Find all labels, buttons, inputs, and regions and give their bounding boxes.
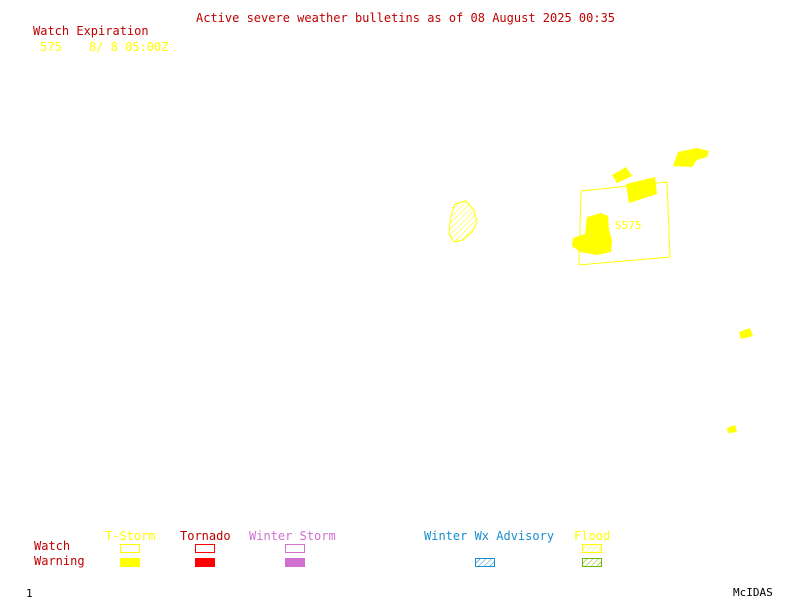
legend-tstorm-warning-swatch xyxy=(120,558,140,567)
tstorm-warning-4 xyxy=(673,148,709,167)
legend-winter-storm-warning-swatch xyxy=(285,558,305,567)
legend-winter-advisory-label: Winter Wx Advisory xyxy=(424,529,555,543)
watch-expiry-time: 8/ 8 05:00Z xyxy=(89,40,169,54)
tstorm-warning-6 xyxy=(727,425,737,433)
tstorm-warning-2 xyxy=(626,177,657,203)
legend-flood-warning-swatch xyxy=(582,558,602,567)
legend-watch-row-label: Watch xyxy=(34,539,71,553)
frame-number: 1 xyxy=(26,587,33,600)
watch-575-label: S575 xyxy=(615,219,642,232)
watch-expiration-label: Watch Expiration xyxy=(33,24,149,38)
tstorm-warning-5 xyxy=(739,328,753,339)
legend-flood-label: Flood xyxy=(574,529,611,543)
legend-warning-row-label: Warning xyxy=(34,554,85,568)
legend-winter-storm-watch-swatch xyxy=(285,544,305,553)
bulletin-title: Active severe weather bulletins as of 08… xyxy=(196,11,616,25)
legend-tstorm-label: T-Storm xyxy=(105,529,156,543)
legend-tornado-warning-swatch xyxy=(195,558,215,567)
legend-winter-storm-label: Winter Storm xyxy=(249,529,336,543)
legend-tornado-label: Tornado xyxy=(180,529,231,543)
legend-tornado-watch-swatch xyxy=(195,544,215,553)
tstorm-warning-1 xyxy=(572,213,612,255)
brand-label: McIDAS xyxy=(733,586,773,599)
watch-number: 575 xyxy=(40,40,62,54)
tstorm-warning-3 xyxy=(612,167,632,183)
flood-area xyxy=(448,200,478,243)
legend-flood-watch-swatch xyxy=(582,544,602,553)
legend-winter-advisory-swatch xyxy=(475,558,495,567)
legend-tstorm-watch-swatch xyxy=(120,544,140,553)
